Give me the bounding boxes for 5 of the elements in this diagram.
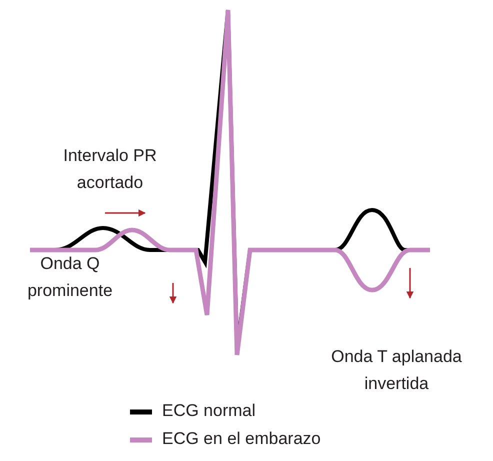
annotation-text: Onda T aplanada invertida — [330, 346, 463, 395]
legend-text: ECG normal — [162, 401, 256, 421]
annotation-text: Intervalo PR acortado — [62, 145, 158, 194]
legend-text: ECG en el embarazo — [162, 429, 321, 449]
annotation-text: Onda Q prominente — [26, 253, 114, 302]
